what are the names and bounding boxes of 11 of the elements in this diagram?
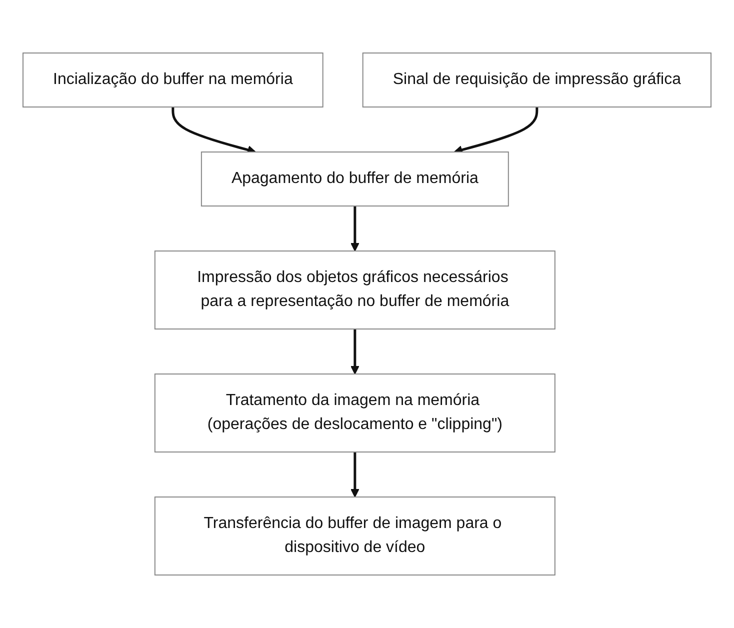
arrow [172, 107, 256, 154]
node-box: Tratamento da imagem na memória (operações de deslocamento e "clipping") [154, 374, 556, 452]
node-box: Sinal de requisição de impressão gráfica [362, 52, 712, 108]
arrow [350, 329, 360, 374]
node-box: Incialização do buffer na memória [22, 52, 324, 108]
node-box: Apagamento do buffer de memória [200, 152, 509, 206]
node-box: Impressão dos objetos gráficos necessários para a representação no buffer de memória [154, 250, 556, 330]
node-box: Transferência do buffer de imagem para o dispositivo de vídeo [154, 496, 556, 576]
arrow [350, 452, 360, 498]
arrow [454, 107, 538, 154]
arrow [350, 206, 360, 252]
